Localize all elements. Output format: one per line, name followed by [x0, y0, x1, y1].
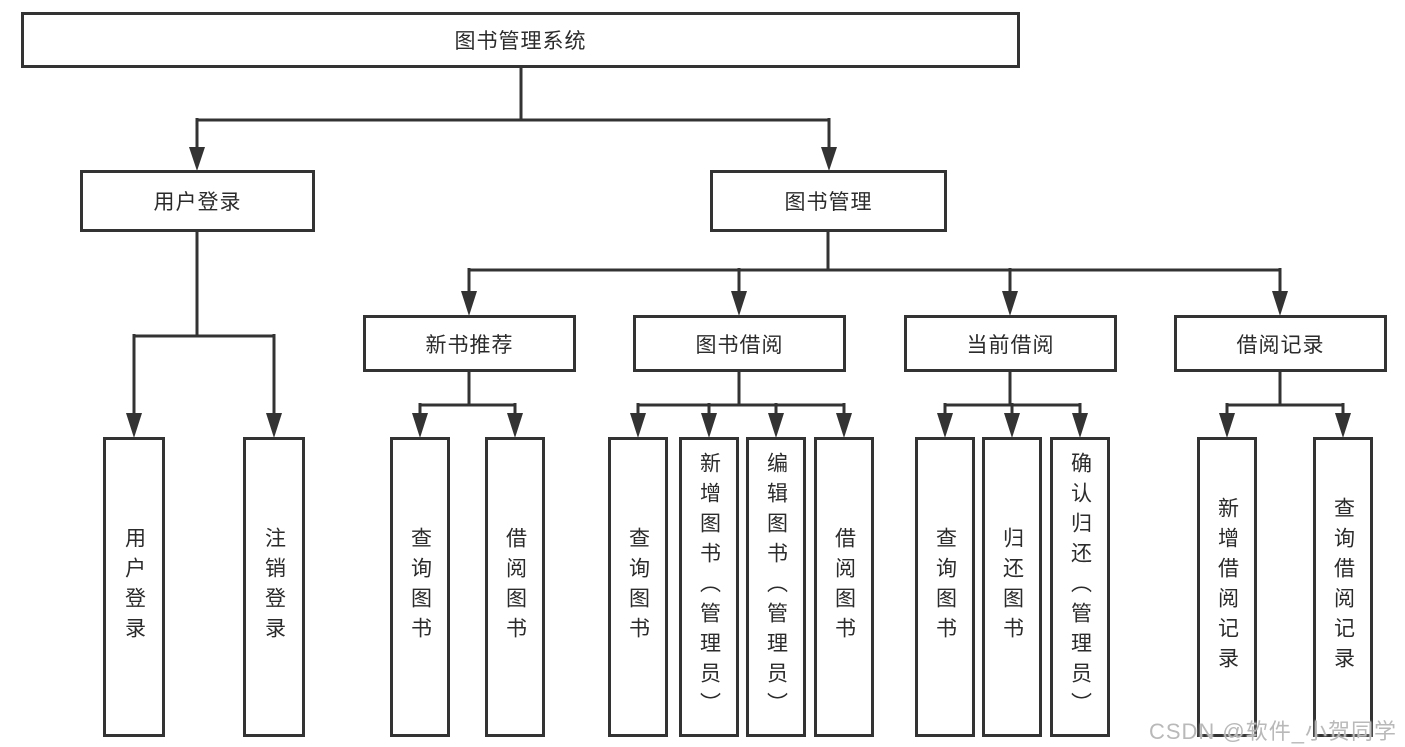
leaf-return-books: 归还图书: [982, 437, 1042, 737]
leaf-label: 归还图书: [1000, 527, 1024, 647]
leaf-label: 借阅图书: [832, 527, 856, 647]
node-user-login: 用户登录: [80, 170, 315, 232]
leaf-query-books-2: 查询图书: [608, 437, 668, 737]
leaf-label: 查询图书: [408, 527, 432, 647]
leaf-label: 借阅图书: [503, 527, 527, 647]
leaf-label: 查询图书: [626, 527, 650, 647]
connector-path: [132, 66, 1345, 415]
leaf-query-books-3: 查询图书: [915, 437, 975, 737]
leaf-borrow-books-1: 借阅图书: [485, 437, 545, 737]
leaf-add-borrow-record: 新增借阅记录: [1197, 437, 1257, 737]
leaf-label: 查询借阅记录: [1331, 497, 1355, 677]
node-borrowing-records: 借阅记录: [1174, 315, 1387, 372]
node-new-book-recommendation: 新书推荐: [363, 315, 576, 372]
leaf-query-books-1: 查询图书: [390, 437, 450, 737]
arrowheads: [126, 147, 1351, 438]
leaf-borrow-books-2: 借阅图书: [814, 437, 874, 737]
node-book-borrowing: 图书借阅: [633, 315, 846, 372]
leaf-user-login: 用户登录: [103, 437, 165, 737]
node-library-management-system: 图书管理系统: [21, 12, 1020, 68]
leaf-confirm-return-admin: 确认归还（管理员）: [1050, 437, 1110, 737]
leaf-label: 查询图书: [933, 527, 957, 647]
node-current-borrowing: 当前借阅: [904, 315, 1117, 372]
csdn-watermark: CSDN @软件_小贺同学: [1148, 719, 1397, 744]
leaf-add-books-admin: 新增图书（管理员）: [679, 437, 739, 737]
leaf-logout: 注销登录: [243, 437, 305, 737]
leaf-query-borrow-record: 查询借阅记录: [1313, 437, 1373, 737]
leaf-label: 新增图书（管理员）: [697, 452, 721, 722]
leaf-edit-books-admin: 编辑图书（管理员）: [746, 437, 806, 737]
node-book-management: 图书管理: [710, 170, 947, 232]
leaf-label: 编辑图书（管理员）: [764, 452, 788, 722]
leaf-label: 用户登录: [122, 527, 146, 647]
leaf-label: 新增借阅记录: [1215, 497, 1239, 677]
leaf-label: 注销登录: [262, 527, 286, 647]
leaf-label: 确认归还（管理员）: [1068, 452, 1092, 722]
